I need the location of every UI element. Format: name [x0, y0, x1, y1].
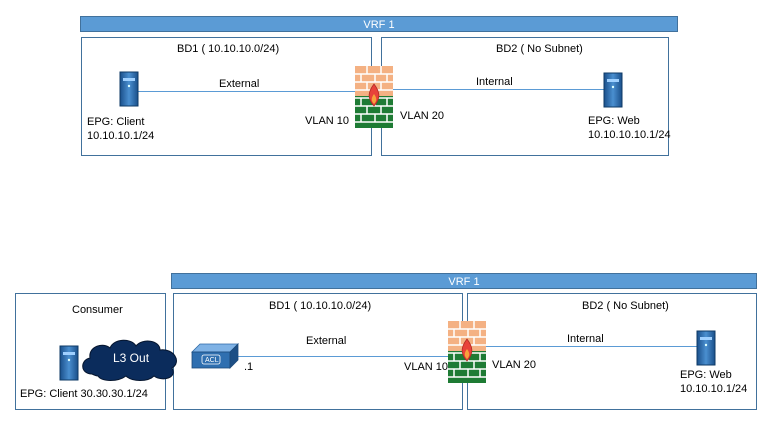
external-link-top	[138, 91, 356, 92]
web-epg-label-bottom: EPG: Web 10.10.10.1/24	[680, 369, 747, 396]
firewall-icon	[448, 321, 486, 383]
bd1-box-bottom	[173, 293, 463, 410]
client-epg-subnet: 10.10.10.1/24	[87, 130, 155, 142]
vlan20-label-top: VLAN 20	[400, 110, 445, 122]
dot-one-label: .1	[244, 361, 254, 373]
web-epg-subnet: 10.10.10.1/24	[680, 383, 748, 395]
bd2-label-bottom: BD2 ( No Subnet)	[582, 300, 669, 312]
bd1-label-bottom: BD1 ( 10.10.10.0/24)	[269, 300, 372, 312]
external-label-top: External	[219, 78, 260, 90]
external-label-bottom: External	[306, 335, 347, 347]
client-epg-label-top: EPG: Client 10.10.10.1/24	[87, 116, 154, 143]
web-epg-name: EPG: Web	[680, 369, 732, 381]
internal-label-top: Internal	[476, 76, 513, 88]
acl-label: ACL	[205, 357, 219, 364]
internal-label-bottom: Internal	[567, 333, 604, 345]
web-epg-label-top: EPG: Web 10.10.10.10.1/24	[588, 115, 671, 142]
server-icon	[59, 345, 79, 381]
vlan10-label-top: VLAN 10	[305, 115, 350, 127]
cloud-icon	[82, 339, 177, 381]
l3out-label: L3 Out	[113, 351, 150, 365]
acl-switch-icon	[191, 343, 239, 369]
web-epg-subnet: 10.10.10.10.1/24	[588, 129, 671, 141]
server-icon	[696, 330, 716, 366]
vlan20-label-bottom: VLAN 20	[492, 359, 537, 371]
client-epg-name: EPG: Client	[87, 116, 145, 128]
web-epg-name: EPG: Web	[588, 115, 640, 127]
server-icon	[603, 72, 623, 108]
consumer-label: Consumer	[72, 304, 123, 316]
bd1-label-top: BD1 ( 10.10.10.0/24)	[177, 43, 280, 55]
bd2-label-top: BD2 ( No Subnet)	[496, 43, 583, 55]
server-icon	[119, 71, 139, 107]
firewall-icon	[355, 66, 393, 128]
external-link-bottom	[238, 356, 448, 357]
internal-link-top	[392, 89, 604, 90]
vlan10-label-bottom: VLAN 10	[404, 361, 449, 373]
vrf-bar-bottom: VRF 1	[171, 273, 757, 289]
client-epg-label-bottom: EPG: Client 30.30.30.1/24	[20, 388, 148, 400]
vrf-bar-top: VRF 1	[80, 16, 678, 32]
internal-link-bottom	[485, 346, 697, 347]
